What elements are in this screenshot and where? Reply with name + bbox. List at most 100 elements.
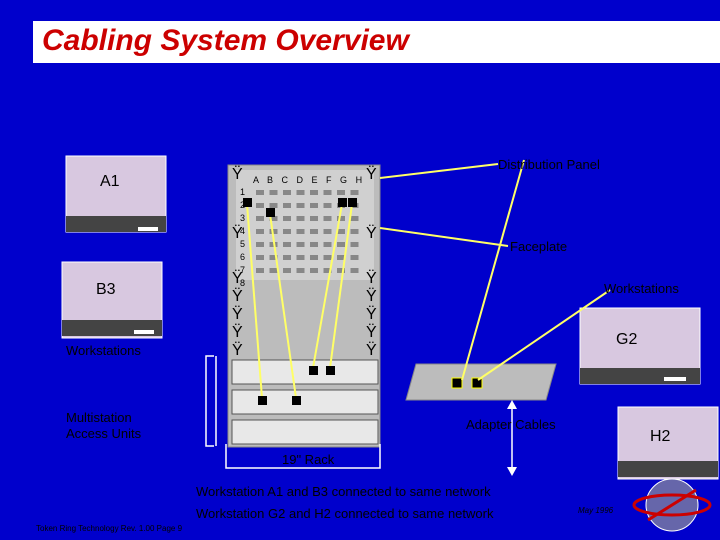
panel-port [283, 216, 291, 221]
panel-port [323, 216, 332, 221]
faceplate-port-2 [471, 377, 483, 389]
distribution-panel-label: Distribution Panel [498, 157, 600, 172]
panel-port [269, 229, 278, 234]
panel-port [323, 229, 332, 234]
page-title: Cabling System Overview [42, 24, 409, 57]
panel-row-number: 4 [240, 226, 246, 236]
panel-port [337, 242, 345, 247]
panel-row-number: 7 [240, 265, 246, 275]
panel-column-letter: G [340, 175, 356, 185]
panel-ports [256, 190, 359, 273]
panel-row-number: 3 [240, 213, 246, 223]
adapter-cables-label: Adapter Cables [466, 417, 556, 432]
panel-corner-glyph: Ÿ [232, 166, 243, 183]
panel-corner-glyph: Ÿ [232, 306, 243, 323]
panel-port [310, 255, 318, 260]
panel-port [283, 255, 291, 260]
panel-port [256, 229, 264, 234]
monitor-g2 [579, 307, 701, 385]
monitor-a1 [65, 155, 167, 233]
panel-corner-glyph: Ÿ [366, 270, 377, 287]
panel-column-letter: D [296, 175, 312, 185]
panel-port [296, 268, 305, 273]
panel-port [269, 268, 278, 273]
panel-row-number: 1 [240, 187, 246, 197]
panel-port [296, 216, 305, 221]
panel-corner-glyph: Ÿ [366, 324, 377, 341]
panel-port [323, 203, 332, 208]
panel-port [296, 229, 305, 234]
panel-port [269, 255, 278, 260]
distribution-panel-body [236, 170, 374, 280]
panel-port [256, 242, 264, 247]
panel-port [283, 203, 291, 208]
panel-column-letter: E [311, 175, 327, 185]
panel-port [296, 255, 305, 260]
panel-column-letter: H [355, 175, 366, 185]
panel-corner-glyph: Ÿ [232, 225, 243, 242]
panel-port [337, 190, 345, 195]
panel-port [310, 190, 318, 195]
panel-port [283, 268, 291, 273]
mau-unit-3 [231, 419, 379, 445]
panel-column-letter: C [281, 175, 297, 185]
panel-port [256, 268, 264, 273]
panel-port [350, 216, 359, 221]
cable-plugs [243, 198, 357, 405]
panel-port [310, 242, 318, 247]
panel-corner-glyph: Ÿ [366, 342, 377, 359]
panel-port [310, 229, 318, 234]
panel-port [310, 268, 318, 273]
workstation-b3-label: B3 [96, 281, 116, 298]
panel-port [323, 268, 332, 273]
panel-port [269, 203, 278, 208]
mau-bracket [205, 355, 214, 447]
panel-row-number: 2 [240, 200, 246, 210]
title-bar [33, 21, 720, 63]
workstation-a1-label: A1 [100, 173, 120, 190]
panel-column-letter: B [267, 175, 282, 185]
panel-port [283, 229, 291, 234]
rack-label: 19" Rack [282, 452, 335, 467]
workstation-h2-label: H2 [650, 428, 671, 445]
panel-corner-glyph: Ÿ [366, 306, 377, 323]
panel-port [283, 242, 291, 247]
panel-port [323, 242, 332, 247]
workstation-g2-label: G2 [616, 331, 638, 348]
panel-column-header: A B C D E F G H [253, 175, 373, 185]
cables [246, 159, 611, 399]
panel-row-number: 8 [240, 278, 246, 288]
faceplate-label: Faceplate [510, 239, 568, 254]
workstations-left-label: Workstations [66, 343, 141, 358]
panel-port [350, 268, 359, 273]
panel-port [337, 229, 345, 234]
panel-port [310, 216, 318, 221]
note-line-1: Workstation A1 and B3 connected to same … [196, 484, 491, 499]
panel-corner-glyph: Ÿ [232, 324, 243, 341]
panel-corner-glyph: Ÿ [366, 225, 377, 242]
panel-row-header: 1 2 3 4 5 6 7 8 [240, 186, 250, 290]
rack-bracket [225, 444, 381, 469]
workstations-right-label: Workstations [604, 281, 679, 296]
panel-port [296, 242, 305, 247]
panel-port [269, 190, 278, 195]
panel-port [296, 190, 305, 195]
panel-row-number: 5 [240, 239, 246, 249]
panel-row-number: 6 [240, 252, 246, 262]
panel-port [337, 255, 345, 260]
panel-port [350, 190, 359, 195]
panel-port [269, 216, 278, 221]
faceplate-port-1 [451, 377, 463, 389]
panel-port [256, 255, 264, 260]
panel-corner-glyph: Ÿ [232, 288, 243, 305]
mau-unit-2 [231, 389, 379, 415]
footer-text: Token Ring Technology Rev. 1.00 Page 9 [36, 524, 183, 533]
panel-port [323, 190, 332, 195]
panel-corner-glyph: Ÿ [232, 342, 243, 359]
panel-port [350, 229, 359, 234]
panel-column-letter: A [253, 175, 268, 185]
panel-port [256, 190, 264, 195]
panel-corner-glyph: Ÿ [366, 166, 377, 183]
